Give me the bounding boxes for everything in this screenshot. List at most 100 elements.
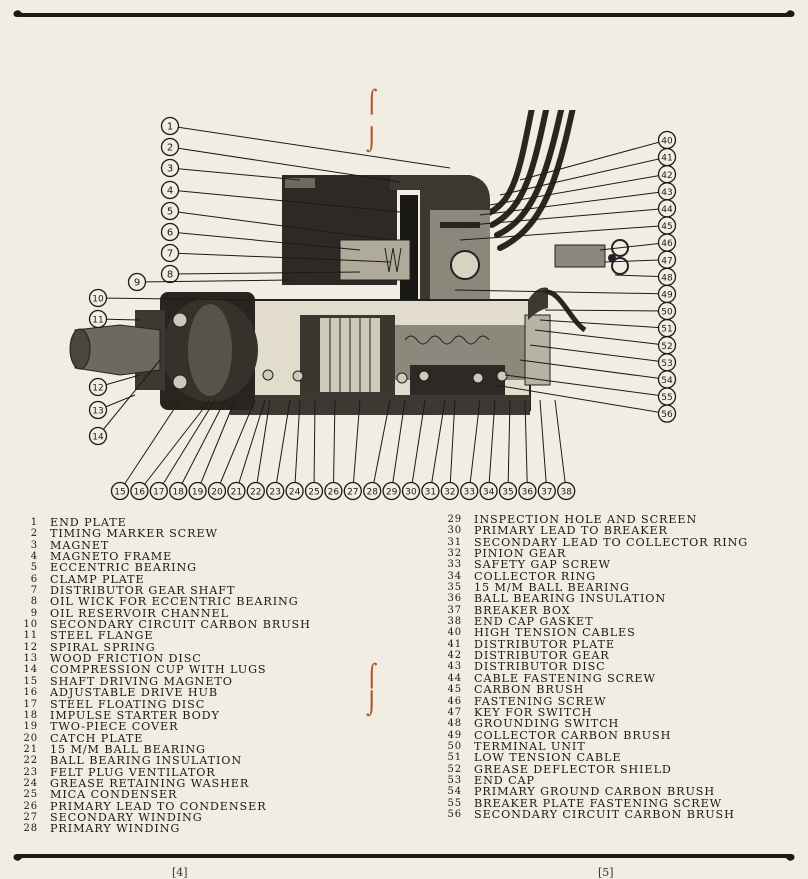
legend-number: 14 bbox=[23, 664, 38, 676]
legend-number: 22 bbox=[23, 755, 38, 767]
legend-label: DISTRIBUTOR PLATE bbox=[474, 637, 615, 651]
svg-text:25: 25 bbox=[308, 488, 319, 498]
callout-19: 19 bbox=[188, 399, 236, 501]
legend-number: 33 bbox=[447, 559, 462, 571]
fold-mark-lower: ⌠ bbox=[366, 664, 378, 689]
legend-label: PRIMARY GROUND CARBON BRUSH bbox=[474, 785, 716, 799]
legend-label: END PLATE bbox=[50, 516, 127, 529]
legend-number: 25 bbox=[23, 789, 38, 801]
svg-text:15: 15 bbox=[114, 488, 125, 498]
svg-text:33: 33 bbox=[463, 488, 474, 498]
legend-label: DISTRIBUTOR DISC bbox=[474, 660, 606, 674]
legend-label: DISTRIBUTOR GEAR bbox=[474, 649, 610, 663]
svg-text:28: 28 bbox=[366, 488, 378, 498]
svg-text:52: 52 bbox=[661, 342, 672, 352]
svg-text:36: 36 bbox=[522, 488, 534, 498]
callout-35: 35 bbox=[498, 399, 518, 501]
legend-number: 51 bbox=[447, 752, 462, 764]
legend-label: SECONDARY CIRCUIT CARBON BRUSH bbox=[474, 807, 735, 821]
legend-number: 12 bbox=[23, 641, 38, 653]
callout-2: 2 bbox=[160, 137, 401, 183]
legend-label: COMPRESSION CUP WITH LUGS bbox=[50, 663, 267, 677]
legend-number: 10 bbox=[23, 619, 38, 631]
svg-text:11: 11 bbox=[92, 316, 103, 326]
legend-item: 34 COLLECTOR RING bbox=[446, 569, 748, 583]
svg-text:45: 45 bbox=[661, 222, 672, 232]
legend-label: COLLECTOR RING bbox=[474, 569, 597, 583]
callout-56: 56 bbox=[494, 384, 677, 423]
callout-20: 20 bbox=[207, 399, 256, 501]
callout-28: 28 bbox=[363, 399, 391, 501]
svg-text:17: 17 bbox=[153, 488, 164, 498]
legend-number: 31 bbox=[447, 536, 462, 548]
legend-label: KEY FOR SWITCH bbox=[474, 705, 593, 719]
svg-text:24: 24 bbox=[289, 488, 301, 498]
callout-24: 24 bbox=[285, 399, 304, 501]
callout-50: 50 bbox=[544, 301, 677, 321]
svg-text:38: 38 bbox=[560, 488, 572, 498]
callout-44: 44 bbox=[469, 199, 677, 226]
svg-text:44: 44 bbox=[661, 205, 673, 215]
svg-text:49: 49 bbox=[661, 291, 673, 301]
legend-label: HIGH TENSION CABLES bbox=[474, 626, 636, 640]
top-frame-rule bbox=[13, 10, 795, 17]
callout-12: 12 bbox=[88, 374, 141, 397]
legend-label: PRIMARY LEAD TO CONDENSER bbox=[50, 799, 267, 813]
page-number-left: [4] bbox=[172, 866, 188, 879]
legend-item: 2 TIMING MARKER SCREW bbox=[18, 527, 311, 541]
legend-number: 34 bbox=[447, 570, 462, 582]
legend-label: BALL BEARING INSULATION bbox=[50, 754, 243, 768]
callout-13: 13 bbox=[88, 394, 136, 420]
callout-30: 30 bbox=[401, 399, 426, 501]
legend-number: 28 bbox=[23, 823, 38, 835]
svg-text:29: 29 bbox=[386, 488, 398, 498]
legend-number: 29 bbox=[447, 514, 462, 525]
callout-34: 34 bbox=[479, 399, 498, 501]
legend-number: 7 bbox=[30, 585, 38, 597]
legend-label: MAGNETO FRAME bbox=[50, 550, 173, 564]
callout-51: 51 bbox=[539, 318, 677, 338]
legend-number: 18 bbox=[23, 709, 38, 721]
legend-label: LOW TENSION CABLE bbox=[474, 751, 622, 765]
callout-53: 53 bbox=[529, 344, 677, 372]
legend-number: 26 bbox=[23, 800, 38, 812]
legend-label: TIMING MARKER SCREW bbox=[50, 527, 218, 541]
legend-label: 15 M/M BALL BEARING bbox=[474, 581, 630, 595]
svg-text:31: 31 bbox=[425, 488, 436, 498]
legend-number: 44 bbox=[447, 672, 462, 684]
fold-mark-lower-2: ⌡ bbox=[366, 692, 378, 717]
legend-number: 16 bbox=[23, 687, 38, 699]
svg-text:46: 46 bbox=[661, 239, 673, 249]
legend-number: 54 bbox=[447, 786, 462, 798]
legend-number: 2 bbox=[30, 528, 38, 540]
legend-label: BREAKER BOX bbox=[474, 603, 571, 617]
legend-label: STEEL FLOATING DISC bbox=[50, 697, 206, 711]
svg-text:20: 20 bbox=[211, 488, 223, 498]
legend-number: 41 bbox=[447, 638, 462, 650]
legend-item: 22 BALL BEARING INSULATION bbox=[18, 754, 311, 768]
svg-text:23: 23 bbox=[269, 488, 280, 498]
legend-number: 53 bbox=[447, 774, 462, 786]
callout-8: 8 bbox=[160, 264, 361, 284]
svg-text:19: 19 bbox=[192, 488, 204, 498]
svg-text:32: 32 bbox=[444, 488, 455, 498]
svg-text:56: 56 bbox=[661, 410, 673, 420]
legend-number: 45 bbox=[447, 684, 462, 696]
